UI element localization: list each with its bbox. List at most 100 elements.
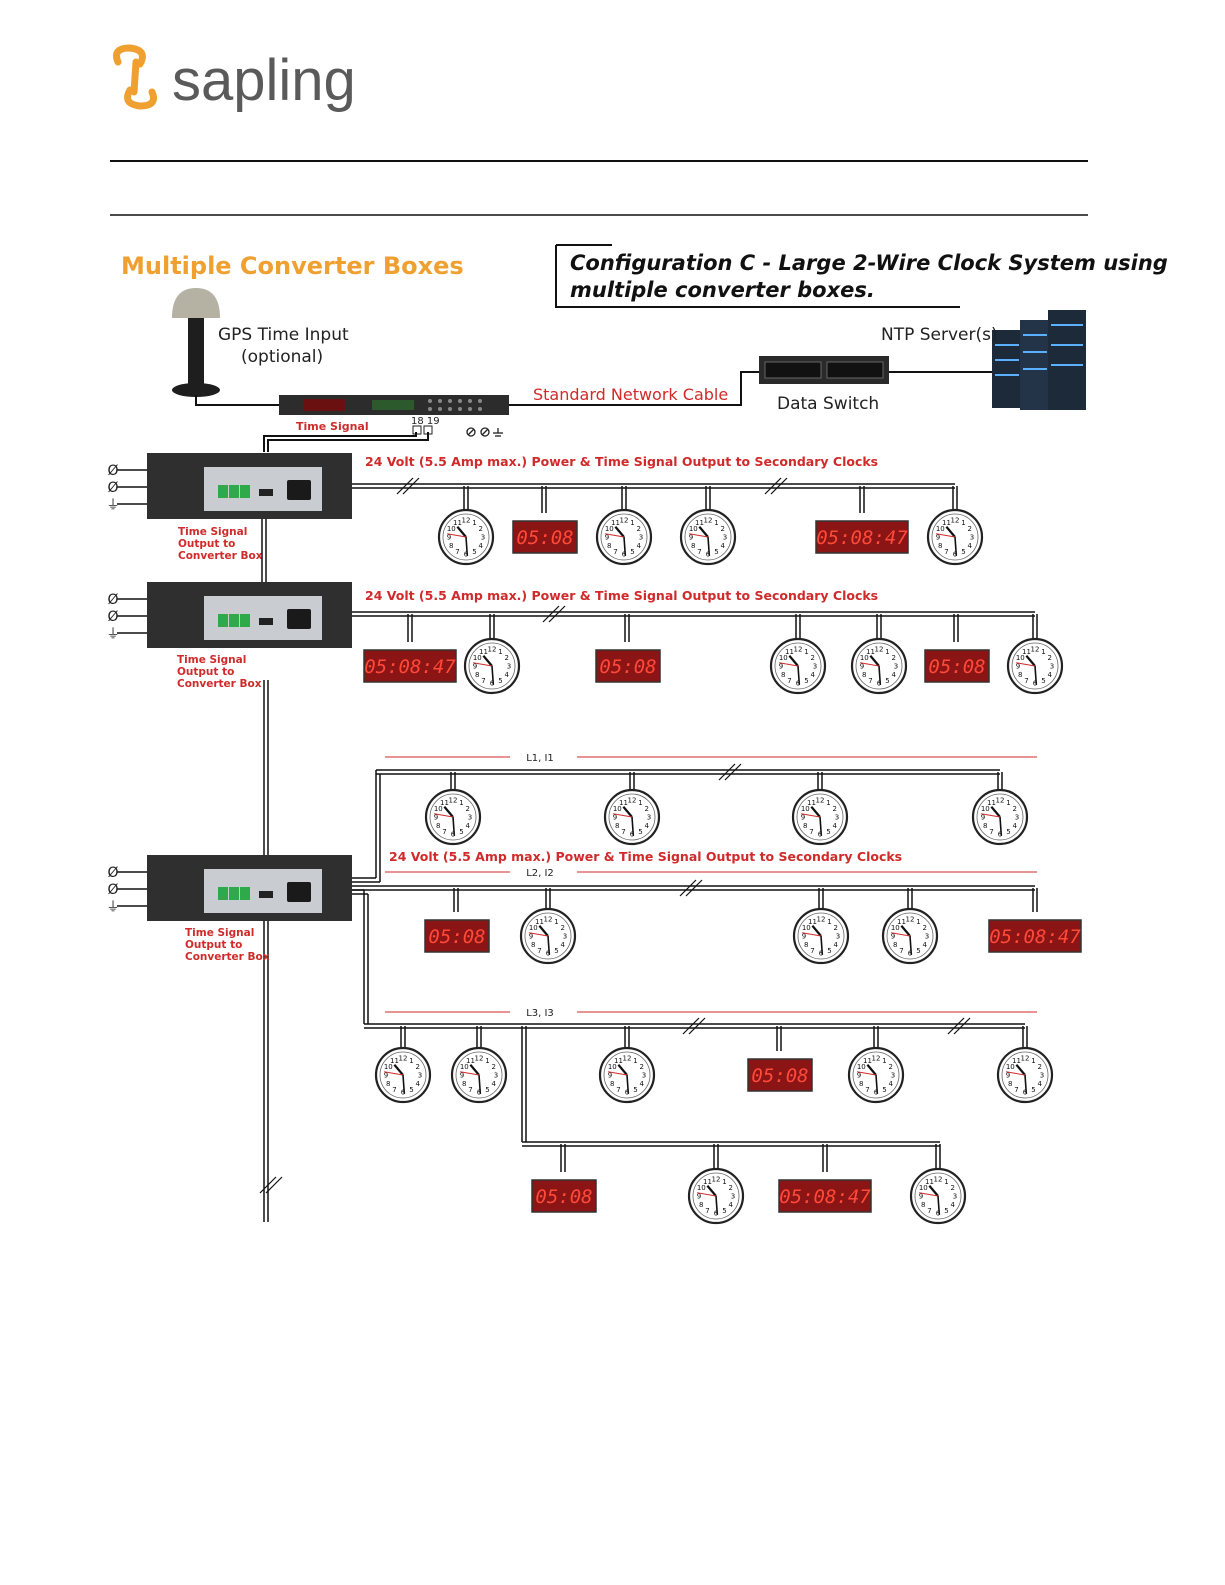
analog-clock-numeral: 3: [1050, 663, 1054, 671]
analog-clock-numeral: 5: [472, 548, 476, 556]
analog-clock-hour-hand: [788, 655, 799, 667]
analog-clock-minute-hand: [478, 1074, 482, 1094]
analog-clock-hour-hand: [1025, 655, 1036, 667]
analog-clock-numeral: 6: [625, 1089, 630, 1097]
analog-clock-numeral: 6: [546, 950, 551, 958]
analog-clock-hour-hand: [990, 806, 1001, 818]
digital-clock: 05:08:47: [988, 919, 1082, 953]
analog-clock-numeral: 1: [882, 1057, 886, 1065]
analog-clock-numeral: 8: [475, 671, 479, 679]
analog-clock-numeral: 12: [875, 646, 884, 654]
power-output-label: 24 Volt (5.5 Amp max.) Power & Time Sign…: [389, 849, 902, 864]
analog-clock-hour-hand: [469, 1064, 480, 1076]
digital-clock: 05:08: [747, 1058, 813, 1092]
analog-clock-numeral: 6: [1033, 680, 1038, 688]
analog-clock-numeral: 5: [409, 1086, 413, 1094]
analog-clock-second-hand: [1006, 1071, 1026, 1076]
analog-clock-numeral: 5: [827, 947, 831, 955]
analog-clock-rim: [1011, 642, 1059, 690]
analog-clock-second-hand: [529, 932, 549, 937]
analog-clock-numeral: 7: [787, 677, 791, 685]
analog-clock-numeral: 5: [885, 677, 889, 685]
analog-clock-numeral: 8: [781, 671, 785, 679]
digital-clock: 05:08: [531, 1179, 597, 1213]
analog-clock-numeral: 4: [644, 822, 649, 830]
analog-clock-numeral: 9: [801, 814, 805, 822]
analog-clock-numeral: 1: [472, 519, 476, 527]
analog-clock-second-hand: [460, 1071, 480, 1076]
analog-clock-hour-hand: [614, 526, 625, 538]
analog-clock-numeral: 12: [399, 1055, 408, 1063]
analog-clock-minute-hand: [491, 665, 495, 685]
analog-clock-minute-hand: [820, 935, 824, 955]
analog-clock-numeral: 3: [723, 534, 727, 542]
analog-clock-numeral: 11: [987, 799, 996, 807]
converter-output-label: Converter Box: [177, 678, 262, 690]
analog-clock-numeral: 3: [894, 663, 898, 671]
analog-clock-hour-hand: [928, 1185, 939, 1197]
line-label: L2, I2: [526, 868, 554, 879]
analog-clock-numeral: 10: [384, 1063, 393, 1071]
analog-clock-numeral: 12: [475, 1055, 484, 1063]
network-cable-label: Standard Network Cable: [533, 385, 728, 404]
analog-clock-numeral: 6: [936, 1210, 941, 1218]
converter-output-label: Output to: [177, 666, 234, 678]
analog-clock-numeral: 11: [479, 648, 488, 656]
analog-clock-numeral: 4: [1047, 671, 1052, 679]
analog-clock-numeral: 6: [706, 551, 711, 559]
converter-box-power-inlet: [287, 882, 311, 902]
converter-box-port: [259, 618, 273, 625]
analog-clock-hour-hand: [869, 655, 880, 667]
analog-clock-numeral: 10: [919, 1184, 928, 1192]
analog-clock-numeral: 1: [498, 648, 502, 656]
cable-break-mark: [724, 763, 742, 781]
analog-clock-numeral: 3: [1040, 1072, 1044, 1080]
digital-clock: 05:08: [595, 649, 661, 683]
analog-clock-numeral: 5: [804, 677, 808, 685]
analog-clock-numeral: 11: [1022, 648, 1031, 656]
analog-clock-numeral: 3: [494, 1072, 498, 1080]
analog-clock-numeral: 6: [464, 551, 469, 559]
digital-clock-body: [778, 1179, 872, 1213]
analog-clock-second-hand: [936, 533, 956, 538]
analog-clock-numeral: 4: [504, 671, 509, 679]
analog-clock-numeral: 8: [1008, 1080, 1012, 1088]
analog-clock-numeral: 10: [857, 1063, 866, 1071]
converter-box-terminal: [218, 614, 228, 627]
digital-clock-display: 05:08:47: [779, 1186, 871, 1208]
analog-clock-numeral: 10: [613, 805, 622, 813]
cable-break-mark: [947, 1017, 965, 1035]
analog-clock-second-hand: [608, 1071, 628, 1076]
analog-clock-rim: [852, 1051, 900, 1099]
analog-clock-numeral: 7: [810, 947, 814, 955]
analog-clock-minute-hand: [1034, 665, 1038, 685]
analog-clock-numeral: 11: [925, 1178, 934, 1186]
analog-clock-numeral: 6: [1023, 1089, 1028, 1097]
analog-clock-numeral: 10: [605, 525, 614, 533]
analog-clock-numeral: 3: [642, 1072, 646, 1080]
analog-clock-numeral: 12: [620, 517, 629, 525]
analog-clock-numeral: 8: [1018, 671, 1022, 679]
analog-clock-numeral: 12: [628, 797, 637, 805]
analog-clock-numeral: 9: [1006, 1072, 1010, 1080]
analog-clock-numeral: 5: [826, 828, 830, 836]
analog-clock-numeral: 8: [615, 822, 619, 830]
analog-clock-numeral: 2: [478, 525, 482, 533]
converter-output-label: Time Signal: [177, 654, 246, 666]
analog-clock-minute-hand: [631, 816, 635, 836]
analog-clock-numeral: 3: [731, 1193, 735, 1201]
analog-clock-numeral: 2: [1037, 1063, 1041, 1071]
analog-clock-second-hand: [689, 533, 709, 538]
analog-clock-numeral: 6: [796, 680, 801, 688]
analog-clock-numeral: 6: [477, 1089, 482, 1097]
analog-clock-numeral: 11: [1012, 1057, 1021, 1065]
phase-icon: Ø: [107, 882, 118, 898]
analog-clock-numeral: 6: [451, 831, 456, 839]
analog-clock-numeral: 12: [712, 1176, 721, 1184]
analog-clock-numeral: 1: [633, 1057, 637, 1065]
analog-clock-numeral: 7: [809, 828, 813, 836]
